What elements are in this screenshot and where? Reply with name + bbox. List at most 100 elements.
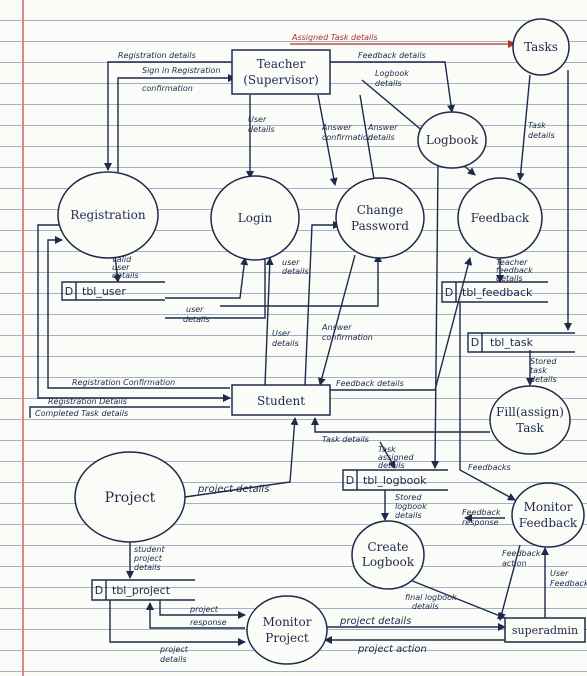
teacher-entity	[231, 49, 331, 95]
flow-label-completed-task: Completed Task details	[35, 409, 128, 418]
flow-label-registration-confirmation: Registration Confirmation	[72, 378, 175, 387]
login-process	[210, 175, 300, 261]
flow-label-stored-task-3: details	[530, 375, 557, 384]
change-password-label-1: Change	[357, 203, 404, 217]
flow-label-project-response-1: project	[189, 605, 219, 614]
tbl-feedback-label: tbl_feedback	[462, 286, 533, 299]
tbl-task-label: tbl_task	[490, 336, 534, 349]
flow-label-user-details-login-2: details	[282, 267, 309, 276]
flow-change-teacher	[317, 94, 338, 186]
fill-task-label-2: Task	[516, 421, 544, 435]
flow-label-signin-1: Sign in Registration	[142, 66, 220, 75]
flow-label-valid-1: valid	[112, 255, 132, 264]
flow-login-tbluser	[165, 258, 266, 319]
flow-label-registration-details-top: Registration details	[118, 51, 196, 60]
flow-label-answer-conf-mid-1: Answer	[321, 323, 352, 332]
flow-label-final-logbook-2: details	[412, 602, 439, 611]
flow-teacher-logbook	[330, 61, 455, 113]
flow-label-feedback-response-2: response	[462, 518, 499, 527]
flow-label-answer-details-1: Answer	[367, 123, 398, 132]
change-password-label-2: Password	[351, 219, 409, 233]
flow-project-details-left	[109, 600, 246, 646]
flow-label-logbook-details-2: details	[375, 79, 402, 88]
student-label: Student	[257, 394, 305, 408]
flow-label-project-response-2: response	[190, 618, 227, 627]
entities: Teacher (Supervisor) Student superadmin	[231, 49, 586, 643]
flow-label-feedback-response-1: Feedback	[462, 508, 501, 517]
change-password-process	[335, 177, 425, 259]
flow-tblproject-monitor	[159, 600, 246, 619]
flow-label-task-details-right-1: Task	[528, 121, 546, 130]
flow-label-student-project-3: details	[134, 563, 161, 572]
flow-student-completed	[29, 406, 230, 418]
flow-tbluser-change	[220, 254, 382, 307]
flow-label-feedbacks: Feedbacks	[468, 463, 511, 472]
tbl-logbook-label: tbl_logbook	[363, 474, 427, 487]
flow-tbluser-login	[165, 257, 249, 299]
flow-label-valid-2: user	[112, 263, 130, 272]
tbl-user-store	[61, 281, 165, 301]
create-logbook-label-2: Logbook	[362, 555, 415, 569]
login-label: Login	[238, 211, 273, 225]
flow-label-task-details-student: Task details	[322, 435, 369, 444]
flow-project-student	[184, 417, 299, 498]
tbl-project-label: tbl_project	[112, 584, 171, 597]
flow-teacher-registration	[104, 61, 235, 171]
tbl-logbook-prefix: D	[346, 474, 354, 487]
flow-lines	[29, 40, 572, 646]
tasks-process	[512, 18, 570, 76]
flow-label-final-logbook-1: final logbook	[405, 593, 457, 602]
student-entity	[231, 384, 331, 416]
flow-label-project-details-left-1: project	[159, 645, 189, 654]
flow-label-answer-conf-mid-2: confirmation	[322, 333, 373, 342]
flow-label-user-details-student-2: details	[272, 339, 299, 348]
flow-label-stored-logbook-2: logbook	[395, 502, 427, 511]
data-stores: D tbl_user D tbl_feedback D tbl_task D t…	[61, 281, 575, 601]
flow-label-answer-conf-top-2: confirmation	[322, 133, 373, 142]
tbl-task-store	[467, 332, 575, 353]
flow-label-project-action: project action	[357, 644, 427, 655]
registration-process	[57, 171, 159, 259]
flow-label-user-details-teacher-2: details	[248, 125, 275, 134]
flow-filltask-student	[311, 417, 490, 433]
tasks-label: Tasks	[524, 40, 558, 54]
flow-registration-student	[37, 224, 231, 402]
flow-label-stored-logbook-3: details	[395, 511, 422, 520]
flow-label-task-assigned-2: assigned	[378, 453, 415, 462]
tbl-user-prefix: D	[65, 285, 73, 298]
monitor-project-process	[246, 595, 328, 665]
create-logbook-label-1: Create	[367, 540, 408, 554]
flow-student-login	[264, 257, 274, 386]
flow-label-user-details-mid-2: details	[183, 315, 210, 324]
flow-monitor-superadmin	[497, 544, 521, 621]
flow-create-superadmin	[409, 579, 506, 620]
margin-line	[22, 0, 24, 676]
logbook-label: Logbook	[426, 133, 479, 147]
flow-label-feedback-action-2: action	[502, 559, 527, 568]
flow-label-user-feedback-2: Feedback	[550, 579, 587, 588]
monitor-project-label-2: Project	[265, 631, 309, 645]
flow-student-registration	[47, 236, 230, 389]
flow-label-user-details-student-1: User	[272, 329, 291, 338]
flow-student-change	[304, 221, 341, 386]
project-process	[74, 451, 186, 543]
flow-label-answer-details-2: details	[368, 133, 395, 142]
feedback-label: Feedback	[471, 211, 530, 225]
create-logbook-process	[351, 520, 425, 590]
tbl-user-label: tbl_user	[82, 285, 126, 298]
flow-label-project-details-main: project details	[197, 484, 269, 495]
tbl-project-store	[91, 579, 195, 601]
teacher-label-1: Teacher	[257, 57, 306, 71]
flow-label-user-feedback-1: User	[550, 569, 569, 578]
flow-label-project-details-left-2: details	[160, 655, 187, 664]
superadmin-label: superadmin	[512, 624, 578, 637]
monitor-feedback-label-1: Monitor	[524, 500, 573, 514]
flow-label-user-details-mid-1: user	[186, 305, 204, 314]
flow-label-teacher-fb-1: Teacher	[496, 258, 528, 267]
flow-label-user-details-login-1: user	[282, 258, 300, 267]
flow-label-teacher-fb-2: feedback	[496, 266, 533, 275]
monitor-feedback-process	[511, 482, 585, 548]
flow-label-feedback-action-1: Feedback	[502, 549, 541, 558]
